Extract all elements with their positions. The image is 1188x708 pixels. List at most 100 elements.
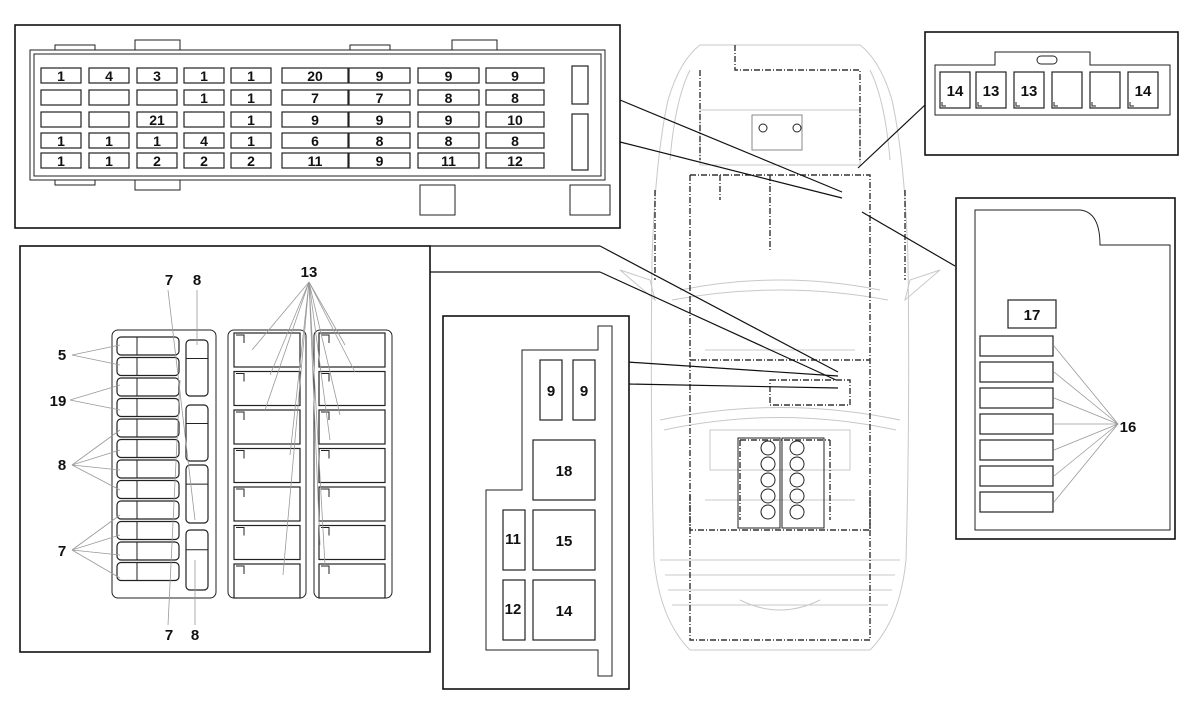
relay-notch xyxy=(321,334,330,343)
fuse-slot xyxy=(40,89,82,106)
fuse-slot xyxy=(230,67,272,84)
fuse-slot xyxy=(485,67,545,84)
fuse-slot-label: 1 xyxy=(247,112,255,128)
right-fuse-strip xyxy=(979,335,1119,513)
callout-leader xyxy=(308,281,341,416)
callout-leader xyxy=(1053,345,1119,425)
mini-fuse xyxy=(116,397,180,418)
relay-slot xyxy=(318,370,386,407)
mini-fuse xyxy=(116,418,180,438)
callout-leader xyxy=(289,281,310,456)
fuse-slot-label: 1 xyxy=(105,153,113,169)
mini-fuse xyxy=(116,438,180,459)
fuse-slot-label: 9 xyxy=(511,68,519,84)
connector-slot xyxy=(1013,71,1045,109)
left-callout-leaders xyxy=(69,281,356,626)
relay-notch xyxy=(236,527,245,536)
fuse-slot-label: 12 xyxy=(507,153,523,169)
relay-notch xyxy=(321,411,330,420)
relay-notch xyxy=(321,527,330,536)
callout-leader xyxy=(251,281,310,351)
fuse-slot xyxy=(979,413,1054,435)
connector-slot xyxy=(975,71,1007,109)
callout-leader xyxy=(1053,423,1119,477)
fuse-slot-label: 4 xyxy=(105,68,113,84)
fuse-slot xyxy=(281,67,349,84)
callout-leader xyxy=(264,281,310,411)
fuse-slot xyxy=(348,89,411,106)
fuse-slot xyxy=(485,111,545,128)
wiring-harness xyxy=(654,45,906,641)
connector-slot-label: 14 xyxy=(947,83,964,100)
slot-notch xyxy=(941,102,946,107)
mini-fuse xyxy=(116,377,180,397)
fuse-slot-label: 11 xyxy=(308,153,323,169)
fuse-slot-label: 8 xyxy=(511,133,519,149)
fuse-slot-label: 2 xyxy=(200,153,208,169)
callout-leader xyxy=(167,379,181,626)
relay-slot xyxy=(233,409,301,445)
fuse-slot-label: 20 xyxy=(307,68,323,84)
fuse-slot xyxy=(979,465,1054,487)
connector-slot xyxy=(1127,71,1159,109)
slot-notch xyxy=(1015,102,1020,107)
mini-fuse xyxy=(116,520,180,541)
fuse-slot-label: 1 xyxy=(247,68,255,84)
maxi-fuse xyxy=(185,404,209,462)
relay-notch xyxy=(236,373,245,382)
fuse-slot-label: 8 xyxy=(376,133,384,149)
slot-notch xyxy=(1053,102,1058,107)
relay-notch xyxy=(321,373,330,382)
relay-slot xyxy=(318,486,386,522)
fuse-slot xyxy=(485,89,545,106)
fuse-slot-label: 9 xyxy=(311,112,319,128)
fuse-11-label: 11 xyxy=(505,531,521,548)
relay-slot xyxy=(318,524,386,561)
fuse-slot xyxy=(230,89,272,106)
connector-slot-label: 14 xyxy=(1135,83,1152,100)
fuse-slot xyxy=(136,67,178,84)
fuse-slot-label: 7 xyxy=(376,90,384,106)
callout-19: 19 xyxy=(50,393,67,410)
fuse-slot xyxy=(88,67,130,84)
maxi-fuse xyxy=(185,464,209,524)
callout-leader xyxy=(282,281,310,576)
relay-slot xyxy=(233,370,301,407)
engine-relay-cluster xyxy=(737,437,825,529)
fuse-slot xyxy=(281,111,349,128)
callout-leader xyxy=(308,281,331,441)
relay-column-a xyxy=(233,332,301,599)
callout-leader xyxy=(69,384,121,401)
fuse-slot-label: 2 xyxy=(153,153,161,169)
relay-slot xyxy=(318,332,386,368)
callout-leader xyxy=(269,281,310,376)
fuse-slot-label: 11 xyxy=(441,153,456,169)
fuse-slot xyxy=(417,89,480,106)
fuse-slot xyxy=(40,67,82,84)
callout-leader xyxy=(71,464,121,491)
fuse-slot-label: 9 xyxy=(376,68,384,84)
fuse-slot-label: 1 xyxy=(200,90,208,106)
fuse-slot xyxy=(979,361,1054,383)
fuse-slot xyxy=(485,152,545,169)
fuse-slot xyxy=(136,132,178,149)
fuse-slot-label: 8 xyxy=(445,90,453,106)
fuse-slot-label: 4 xyxy=(200,133,208,149)
fuse-slot xyxy=(40,132,82,149)
fuse-slot xyxy=(417,67,480,84)
callout-8-bottom: 8 xyxy=(191,627,199,644)
callout-leader xyxy=(71,354,121,366)
callout-leader xyxy=(167,289,196,521)
fuse-slot-label: 1 xyxy=(57,68,65,84)
callout-leader xyxy=(308,281,326,566)
fuse-slot-label: 8 xyxy=(511,90,519,106)
fuse-slot xyxy=(281,152,349,169)
fuse-slot xyxy=(979,387,1054,409)
callout-leader xyxy=(1053,423,1119,503)
callout-leader xyxy=(71,464,121,471)
fuse-slot xyxy=(88,132,130,149)
fuse-slot-label: 1 xyxy=(247,90,255,106)
